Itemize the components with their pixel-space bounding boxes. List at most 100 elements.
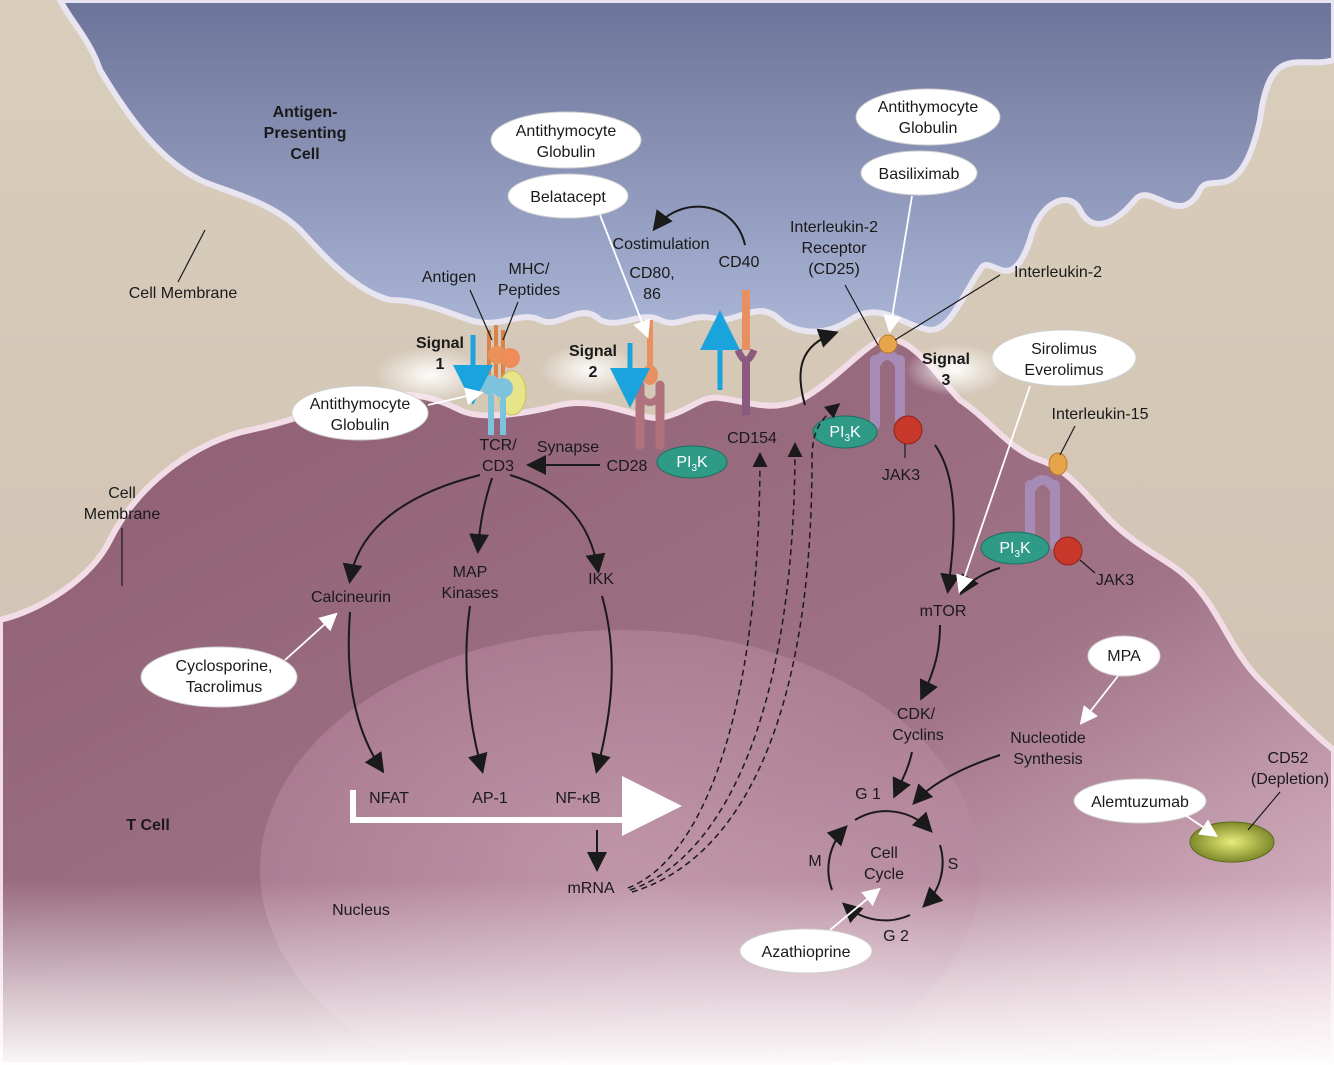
nucleotide-label-2: Synthesis — [1013, 751, 1082, 768]
alemtuzumab-label: Alemtuzumab — [1091, 794, 1189, 811]
cd40-cd154-complex — [734, 290, 758, 415]
arrow-to-ap1 — [465, 605, 488, 774]
pi3k-il15-end: K — [1020, 540, 1031, 557]
pi3k-cd28-end: K — [697, 454, 708, 471]
arrow-il2-to-mtor — [934, 444, 961, 594]
pi3k-cd28-sub: 3 — [691, 463, 697, 474]
pi3k-il2-label: PI3K — [829, 424, 861, 444]
antigen-label: Antigen — [422, 269, 476, 286]
tcr-label-1: TCR/ — [479, 437, 517, 454]
map-label-2: Kinases — [442, 585, 499, 602]
atg-oval-2 — [855, 88, 1001, 146]
pi3k-cd28-label: PI3K — [676, 454, 708, 474]
cycle-arc-bottom — [842, 902, 911, 924]
il2r-label-1: Interleukin-2 — [790, 219, 878, 236]
arrow-to-nfkb — [591, 595, 613, 774]
arrow-to-map — [469, 477, 493, 554]
cyclosporine-oval — [140, 646, 298, 708]
jak3-pointer-2 — [1079, 559, 1096, 574]
cd52-pointer — [1247, 791, 1281, 831]
belatacept-oval — [507, 173, 629, 219]
mhc-label-1: MHC/ — [509, 261, 550, 278]
cd80-label-2: 86 — [643, 286, 661, 303]
il15-label: Interleukin-15 — [1052, 406, 1149, 423]
il2-pointer — [894, 274, 1001, 341]
apc-label-3: Cell — [290, 146, 319, 163]
cd154-label: CD154 — [727, 430, 777, 447]
map-label-1: MAP — [453, 564, 488, 581]
belatacept-label: Belatacept — [530, 189, 606, 206]
sirolimus-oval — [991, 329, 1137, 387]
costimulation-arrow — [652, 205, 746, 246]
sirolimus-label-2: Everolimus — [1024, 362, 1103, 379]
mrna-dash-2 — [629, 442, 803, 891]
pi3k-il2 — [812, 415, 878, 449]
signal-2-label-2: 2 — [589, 364, 598, 381]
nfat-label: NFAT — [369, 790, 409, 807]
ikk-label: IKK — [588, 571, 614, 588]
jak3-il15 — [1053, 536, 1083, 566]
calcineurin-label: Calcineurin — [311, 589, 391, 606]
cd28-label: CD28 — [607, 458, 648, 475]
basiliximab-label: Basiliximab — [879, 166, 960, 183]
nucleotide-label-1: Nucleotide — [1010, 730, 1086, 747]
mrna-dash-3 — [631, 403, 841, 893]
arrow-to-ikk — [509, 474, 606, 574]
mpa-oval — [1087, 635, 1161, 677]
cycle-arc-top — [854, 810, 933, 833]
pi3k-il15 — [980, 531, 1050, 565]
cyclosporine-pointer — [284, 612, 338, 661]
atg-oval-1 — [490, 111, 642, 169]
cd40-label: CD40 — [719, 254, 760, 271]
sirolimus-label-1: Sirolimus — [1031, 341, 1097, 358]
jak3-label-2: JAK3 — [1096, 572, 1134, 589]
mhc-pointer — [502, 301, 519, 341]
azathioprine-label: Azathioprine — [762, 944, 851, 961]
il2r-pointer — [844, 284, 879, 346]
pi3k-cd28 — [656, 445, 728, 479]
atg-label-3b: Globulin — [331, 417, 390, 434]
nfkb-label: NF-κB — [555, 790, 600, 807]
mrna-label: mRNA — [567, 880, 614, 897]
signal-3-glow — [905, 344, 1005, 396]
jak3-il2 — [893, 415, 923, 445]
cell-cycle — [826, 810, 944, 924]
apc-label-2: Presenting — [264, 125, 347, 142]
atg-left-pointer — [427, 387, 484, 406]
tcell-membrane-label-2: Membrane — [84, 506, 161, 523]
pi3k-cd28-text: PI — [676, 454, 691, 471]
alemtuzumab-oval — [1073, 778, 1207, 824]
mpa-label: MPA — [1107, 648, 1141, 665]
apc-label-1: Antigen- — [273, 104, 338, 121]
pi3k-il15-text: PI — [999, 540, 1014, 557]
apc-membrane-label: Cell Membrane — [129, 285, 238, 302]
il2r-label-2: Receptor — [802, 240, 868, 257]
basiliximab-oval — [860, 150, 978, 196]
arrow-to-calcineurin — [342, 474, 481, 584]
cd52-molecule — [1189, 821, 1275, 863]
cdk-label-1: CDK/ — [897, 706, 936, 723]
il2-label: Interleukin-2 — [1014, 264, 1102, 281]
tcr-label-2: CD3 — [482, 458, 514, 475]
signal-1-label-1: Signal — [416, 335, 464, 352]
arrow-nucleotide-to-cycle — [912, 754, 1001, 805]
m-label: M — [808, 853, 821, 870]
cyclosporine-label-2: Tacrolimus — [186, 679, 262, 696]
belatacept-pointer — [599, 214, 651, 339]
antigen-pointer — [469, 289, 493, 341]
tcell-membrane-label-1: Cell — [108, 485, 136, 502]
synapse-label: Synapse — [537, 439, 599, 456]
pi3k-il2-sub: 3 — [844, 433, 850, 444]
cellcycle-label-2: Cycle — [864, 866, 904, 883]
cd52-label-2: (Depletion) — [1251, 771, 1329, 788]
mpa-pointer — [1079, 675, 1119, 725]
atg-oval-3 — [291, 385, 429, 441]
apc-cell-body — [56, 0, 1334, 335]
cd52-label-1: CD52 — [1268, 750, 1309, 767]
signal-1-label-2: 1 — [436, 356, 445, 373]
ap1-label: AP-1 — [472, 790, 508, 807]
sirolimus-pointer — [956, 385, 1031, 594]
costimulation-label: Costimulation — [613, 236, 710, 253]
arrow-cdk-to-cycle — [892, 751, 913, 799]
